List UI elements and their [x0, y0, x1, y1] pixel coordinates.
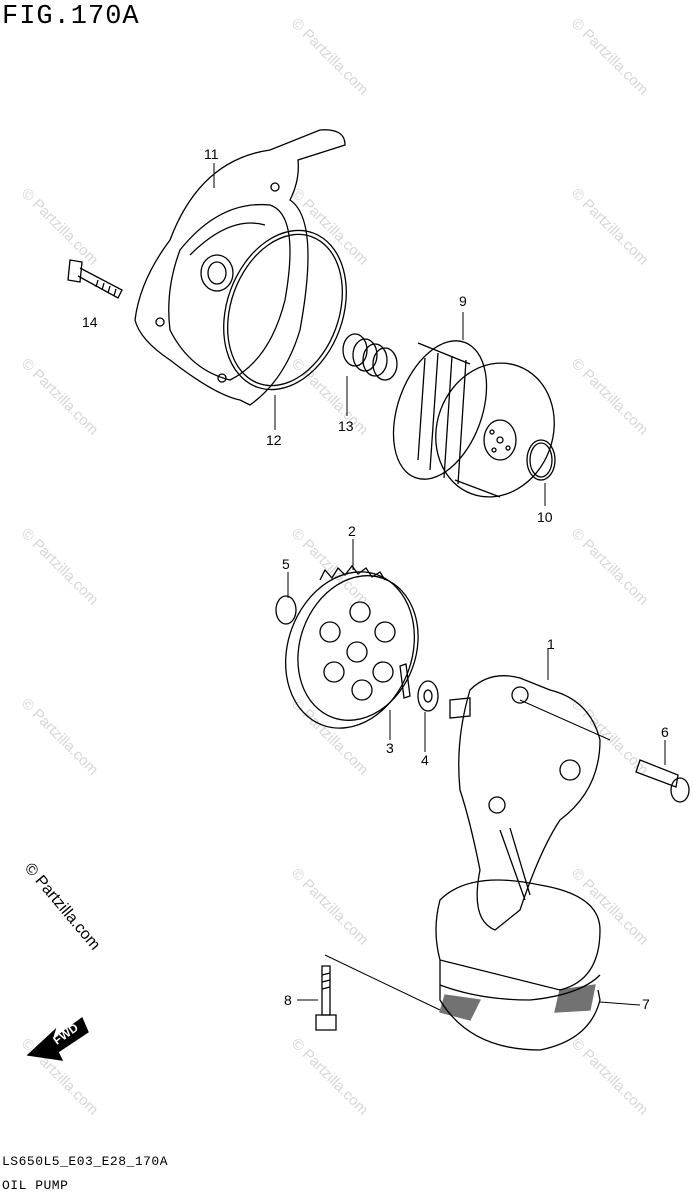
bolt-14	[67, 259, 123, 299]
callout-1: 1	[547, 636, 555, 652]
spring	[342, 333, 398, 381]
circlip	[275, 595, 297, 625]
callout-12: 12	[266, 432, 282, 448]
callout-13: 13	[338, 418, 354, 434]
bolt-8	[315, 965, 337, 1031]
fwd-arrow	[26, 1016, 89, 1061]
figure-title: FIG.170A	[2, 2, 140, 32]
callout-9: 9	[459, 293, 467, 309]
callout-10: 10	[537, 509, 553, 525]
o-ring-large-inner	[227, 233, 343, 387]
o-ring-small	[526, 439, 556, 481]
callout-6: 6	[661, 724, 669, 740]
filter-cover	[134, 129, 346, 406]
oil-filter	[392, 340, 555, 498]
pump-gear	[284, 564, 419, 729]
callout-4: 4	[421, 752, 429, 768]
figure-name: OIL PUMP	[2, 1178, 69, 1193]
pin	[399, 663, 411, 699]
o-ring-small-inner	[529, 442, 553, 478]
screw	[635, 759, 690, 803]
callout-5: 5	[282, 556, 290, 572]
oil-strainer	[435, 879, 601, 1051]
callout-3: 3	[386, 740, 394, 756]
callout-2: 2	[348, 523, 356, 539]
callout-8: 8	[284, 992, 292, 1008]
o-ring-large	[223, 229, 347, 391]
callout-11: 11	[204, 146, 219, 162]
callout-7: 7	[642, 996, 650, 1012]
figure-code: LS650L5_E03_E28_170A	[2, 1154, 169, 1169]
washer-hole	[423, 689, 433, 703]
oil-pump-body	[449, 675, 601, 931]
washer	[417, 680, 439, 712]
callout-14: 14	[82, 314, 98, 330]
